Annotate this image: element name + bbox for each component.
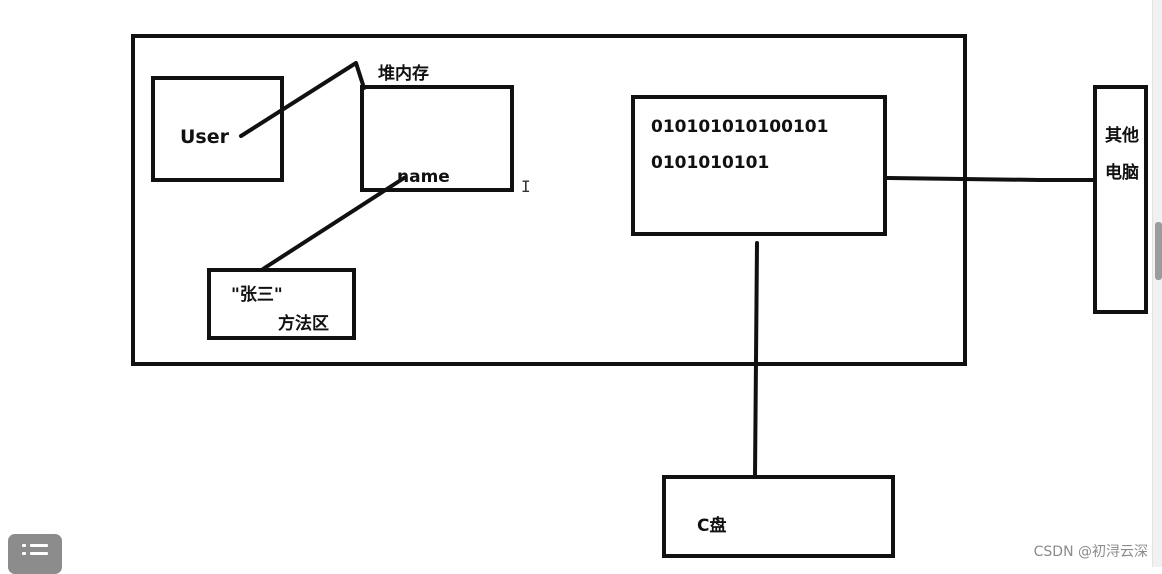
scrollbar-track[interactable] (1152, 0, 1162, 567)
other-computer-line-2: 电脑 (1105, 162, 1139, 183)
binary-line-2: 0101010101 (651, 153, 769, 173)
disk-line (753, 241, 759, 478)
string-value-label: "张三" (231, 285, 283, 305)
c-drive-label: C盘 (697, 515, 726, 536)
heap-label: 堆内存 (378, 63, 429, 84)
network-line (885, 176, 1097, 182)
list-button[interactable] (8, 534, 62, 574)
name-label: name (397, 167, 450, 187)
user-to-heap-arrow (239, 61, 366, 138)
method-area-label: 方法区 (278, 313, 329, 334)
binary-box (631, 95, 887, 236)
user-box (151, 76, 284, 182)
outer-frame (131, 34, 967, 366)
other-computer-line-1: 其他 (1105, 125, 1139, 146)
scrollbar-thumb[interactable] (1155, 222, 1162, 280)
user-label: User (180, 126, 230, 148)
binary-line-1: 010101010100101 (651, 117, 828, 137)
c-drive-box (662, 475, 895, 558)
other-computer-box (1093, 85, 1148, 314)
method-area-box (207, 268, 356, 340)
watermark: CSDN @初浔云深 (1033, 544, 1148, 560)
text-cursor-icon: I (521, 177, 531, 196)
name-to-string-arrow (261, 176, 406, 271)
heap-box (360, 85, 514, 192)
